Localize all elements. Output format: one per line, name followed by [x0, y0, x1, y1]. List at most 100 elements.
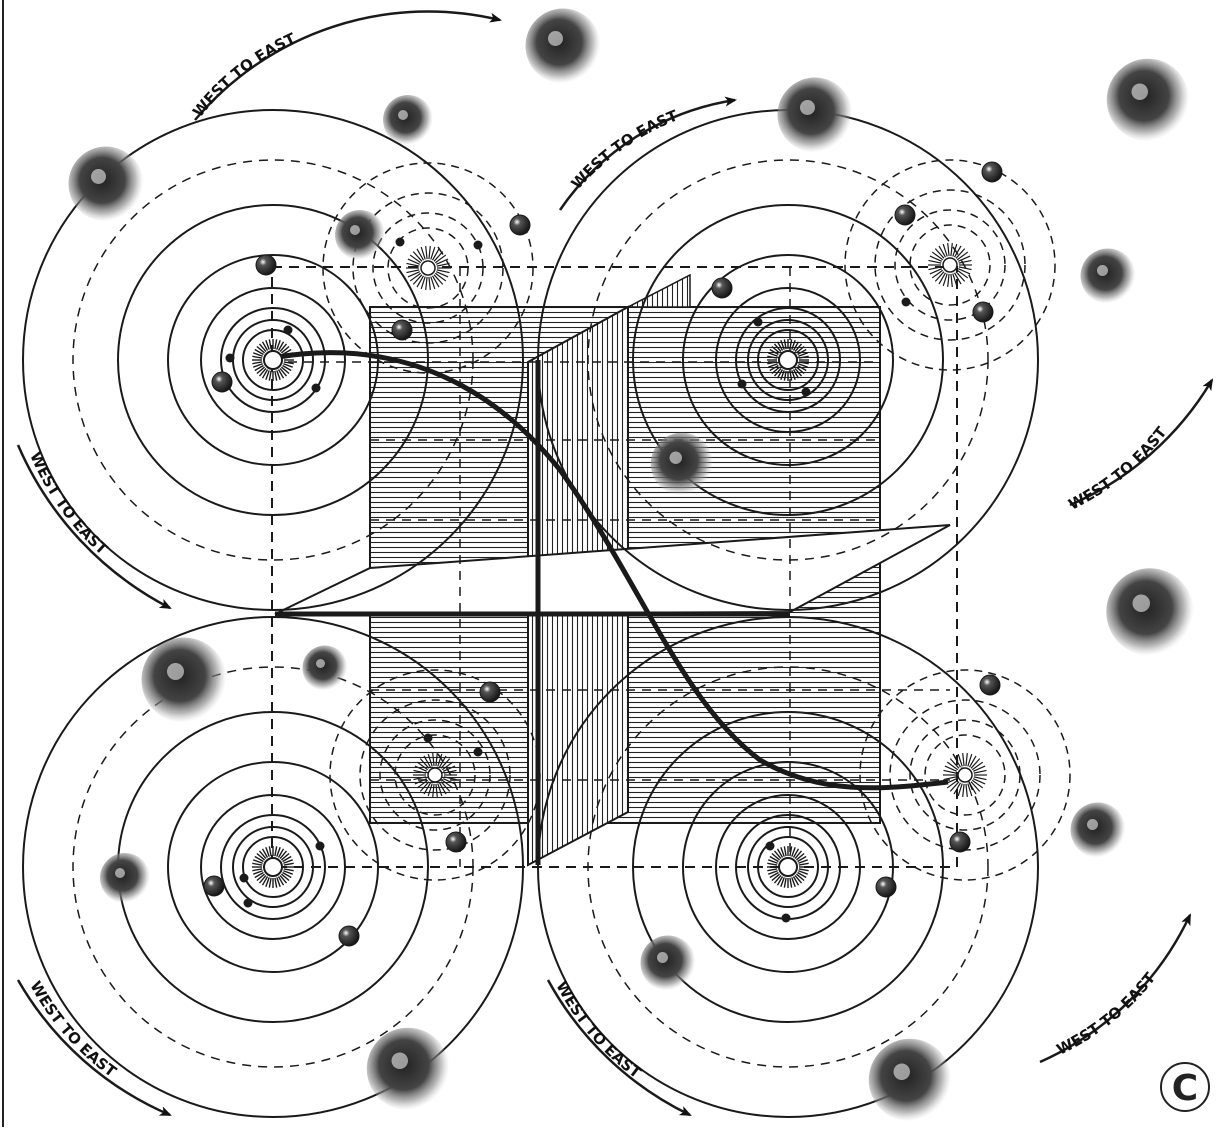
sun-ray: [269, 878, 271, 888]
sun-ray: [784, 846, 786, 856]
sun-ray: [284, 863, 294, 865]
star-highlight: [392, 1053, 409, 1070]
direction-label: WEST TO EAST: [568, 106, 681, 192]
moon-icon: [396, 238, 405, 247]
star-halo: [100, 853, 150, 903]
moon-icon: [240, 874, 249, 883]
direction-label: WEST TO EAST: [552, 978, 645, 1082]
planet-icon: [392, 320, 412, 340]
direction-label: WEST TO EAST: [1054, 969, 1160, 1059]
star-highlight: [894, 1064, 911, 1081]
planet-icon: [204, 876, 224, 896]
sun-ray: [963, 784, 964, 797]
sun-ray: [948, 243, 949, 256]
star-highlight: [167, 663, 184, 680]
sun-icon: [767, 846, 809, 888]
star-cluster-icon: [367, 1028, 450, 1111]
sun-ray: [275, 878, 277, 888]
sun-core: [264, 351, 282, 369]
star-cluster-icon: [651, 433, 714, 496]
star-cluster-icon: [303, 646, 348, 691]
star-cluster-icon: [1106, 568, 1194, 656]
planet-icon: [950, 832, 970, 852]
moon-icon: [244, 899, 253, 908]
moon-icon: [738, 380, 747, 389]
direction-label: WEST TO EAST: [26, 449, 111, 559]
star-cluster-icon: [1081, 249, 1136, 304]
star-halo: [526, 9, 601, 84]
sun-ray: [269, 339, 271, 349]
sun-core: [428, 768, 442, 782]
sun-ray: [275, 371, 277, 381]
sun-ray: [252, 869, 262, 871]
direction-label: WEST TO EAST: [26, 978, 120, 1081]
sun-core: [264, 858, 282, 876]
star-cluster-icon: [1107, 59, 1190, 142]
planet-icon: [895, 205, 915, 225]
sun-ray: [784, 878, 786, 888]
star-halo: [869, 1039, 952, 1122]
star-highlight: [548, 31, 563, 46]
sun-ray: [252, 362, 262, 364]
moon-icon: [754, 318, 763, 327]
star-highlight: [657, 952, 668, 963]
sun-icon: [252, 846, 294, 888]
planet-icon: [480, 682, 500, 702]
sun-ray: [252, 863, 262, 865]
star-highlight: [350, 225, 360, 235]
star-cluster-icon: [778, 78, 853, 153]
sun-ray: [284, 869, 294, 871]
planet-icon: [339, 926, 359, 946]
sun-core: [779, 351, 797, 369]
star-highlight: [115, 868, 125, 878]
star-halo: [1107, 59, 1190, 142]
sun-ray: [426, 277, 427, 290]
star-highlight: [670, 452, 683, 465]
sun-core: [943, 258, 957, 272]
star-halo: [69, 147, 144, 222]
motion-arc: [560, 100, 735, 210]
star-halo: [651, 433, 714, 496]
star-cluster-icon: [69, 147, 144, 222]
planet-icon: [973, 302, 993, 322]
planet-icon: [212, 372, 232, 392]
sun-ray: [269, 846, 271, 856]
star-halo: [367, 1028, 450, 1111]
moon-icon: [312, 384, 321, 393]
sun-ray: [951, 243, 952, 256]
moon-icon: [802, 388, 811, 397]
sun-ray: [429, 277, 430, 290]
moon-icon: [902, 298, 911, 307]
sun-ray: [799, 869, 809, 871]
sun-ray: [963, 753, 964, 766]
planet-icon: [510, 215, 530, 235]
star-halo: [778, 78, 853, 153]
star-halo: [142, 638, 227, 723]
sun-ray: [429, 246, 430, 259]
vertical-plane-top: [628, 275, 690, 307]
sun-ray: [951, 274, 952, 287]
moon-icon: [424, 734, 433, 743]
star-halo: [1081, 249, 1136, 304]
planet-icon: [712, 278, 732, 298]
star-halo: [383, 95, 433, 145]
star-highlight: [1133, 595, 1151, 613]
direction-label: WEST TO EAST: [1066, 423, 1171, 514]
star-cluster-icon: [869, 1039, 952, 1122]
moon-icon: [782, 914, 791, 923]
sun-ray: [767, 869, 777, 871]
sun-ray: [799, 863, 809, 865]
sun-ray: [790, 878, 792, 888]
coordinate-planes: [272, 267, 957, 867]
sun-core: [958, 768, 972, 782]
star-halo: [335, 210, 385, 260]
star-cluster-icon: [335, 210, 385, 260]
star-cluster-icon: [383, 95, 433, 145]
star-halo: [1106, 568, 1194, 656]
sun-ray: [252, 356, 262, 358]
moon-icon: [316, 842, 325, 851]
star-highlight: [398, 110, 408, 120]
moon-icon: [474, 241, 483, 250]
star-cluster-icon: [641, 936, 696, 991]
